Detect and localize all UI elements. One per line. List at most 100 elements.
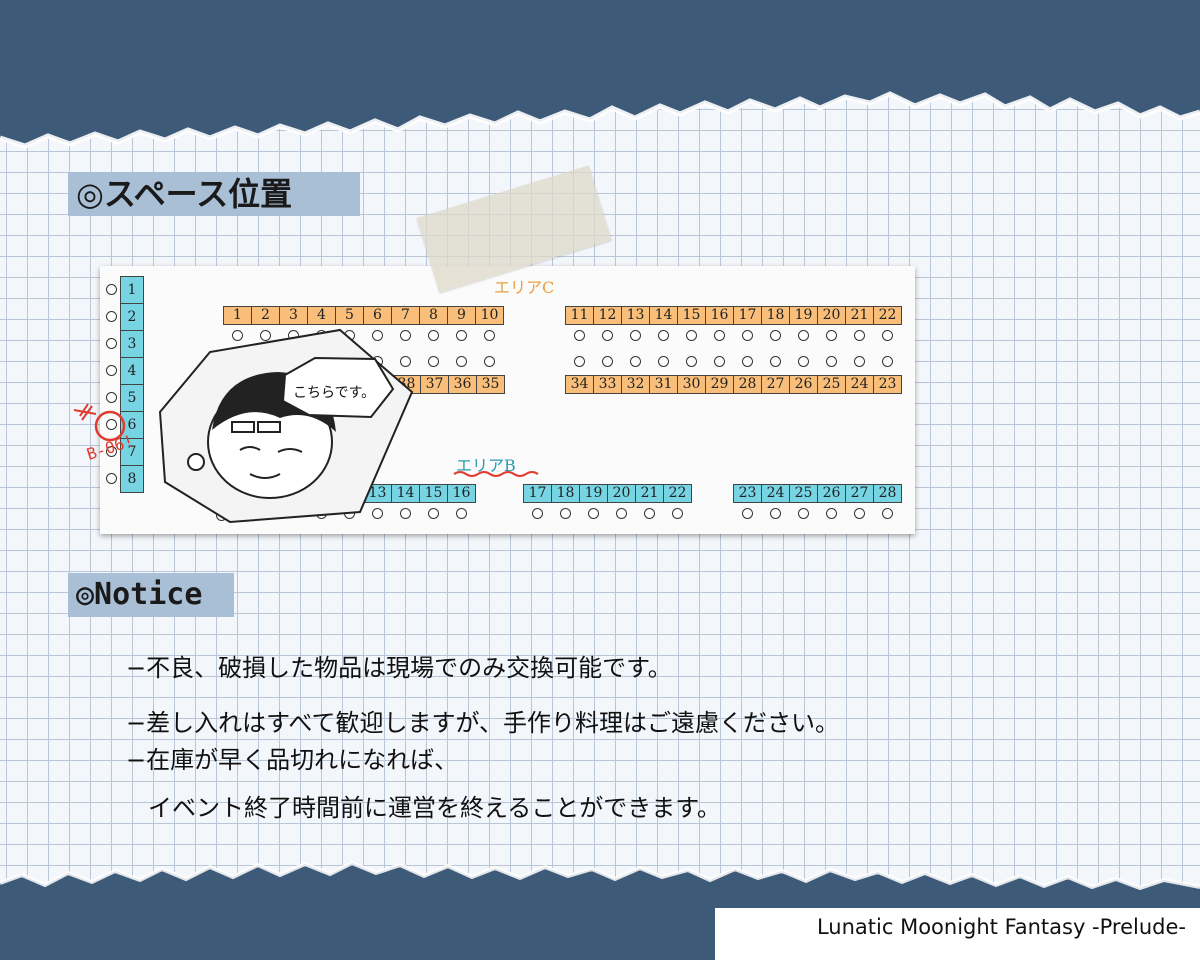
booth-seat bbox=[882, 330, 893, 341]
booth-seat bbox=[882, 508, 893, 519]
speech-bubble bbox=[281, 356, 395, 419]
booth-cell: 26 bbox=[817, 484, 846, 503]
booth-seat bbox=[714, 356, 725, 367]
booth-seat bbox=[826, 330, 837, 341]
booth-seat bbox=[798, 356, 809, 367]
booth-seat bbox=[574, 356, 585, 367]
left-booth-cell: 8 bbox=[120, 465, 144, 493]
booth-seat bbox=[532, 508, 543, 519]
booth-cell: 20 bbox=[817, 306, 846, 325]
booth-seat bbox=[588, 508, 599, 519]
booth-seat bbox=[826, 508, 837, 519]
booth-cell: 27 bbox=[845, 484, 874, 503]
booth-cell: 16 bbox=[447, 484, 476, 503]
booth-seat bbox=[428, 356, 439, 367]
character-sticker bbox=[158, 328, 414, 524]
booth-cell: 16 bbox=[705, 306, 734, 325]
booth-seat bbox=[372, 508, 383, 519]
booth-seat bbox=[400, 330, 411, 341]
booth-seat bbox=[854, 356, 865, 367]
left-booth-cell: 2 bbox=[120, 303, 144, 331]
booth-cell: 22 bbox=[873, 306, 902, 325]
booth-seat bbox=[616, 508, 627, 519]
left-booth-cell: 3 bbox=[120, 330, 144, 358]
booth-cell: 25 bbox=[789, 484, 818, 503]
notice-line-3: −在庫が早く品切れになれば、 bbox=[126, 746, 459, 774]
area-b-label: エリアB bbox=[456, 456, 516, 475]
space-location-heading: ◎スペース位置 bbox=[68, 172, 360, 216]
booth-seat bbox=[106, 446, 117, 457]
booth-seat bbox=[602, 330, 613, 341]
booth-seat bbox=[574, 330, 585, 341]
notice-heading: ◎Notice bbox=[68, 573, 234, 617]
booth-cell: 28 bbox=[873, 484, 902, 503]
booth-seat bbox=[106, 365, 117, 376]
booth-cell: 23 bbox=[873, 375, 902, 394]
footer-title: Lunatic Moonight Fantasy -Prelude- bbox=[816, 915, 1186, 939]
left-booth-cell: 5 bbox=[120, 384, 144, 412]
booth-cell: 36 bbox=[448, 375, 477, 394]
booth-cell: 21 bbox=[635, 484, 664, 503]
booth-cell: 12 bbox=[593, 306, 622, 325]
booth-seat bbox=[260, 330, 271, 341]
booth-seat bbox=[714, 330, 725, 341]
booth-cell: 23 bbox=[733, 484, 762, 503]
booth-cell: 20 bbox=[607, 484, 636, 503]
booth-seat bbox=[658, 330, 669, 341]
booth-cell: 17 bbox=[523, 484, 552, 503]
booth-cell: 6 bbox=[363, 306, 392, 325]
booth-cell: 32 bbox=[621, 375, 650, 394]
booth-cell: 19 bbox=[789, 306, 818, 325]
booth-seat bbox=[372, 330, 383, 341]
booth-seat bbox=[798, 508, 809, 519]
booth-seat bbox=[686, 330, 697, 341]
booth-cell: 24 bbox=[761, 484, 790, 503]
booth-seat bbox=[428, 508, 439, 519]
left-booth-cell: 4 bbox=[120, 357, 144, 385]
booth-cell: 30 bbox=[677, 375, 706, 394]
booth-seat bbox=[630, 330, 641, 341]
booth-seat bbox=[630, 356, 641, 367]
left-booth-cell: 1 bbox=[120, 276, 144, 304]
booth-seat bbox=[484, 356, 495, 367]
booth-cell: 17 bbox=[733, 306, 762, 325]
booth-cell: 15 bbox=[677, 306, 706, 325]
booth-seat bbox=[400, 508, 411, 519]
booth-seat bbox=[658, 356, 669, 367]
booth-seat bbox=[686, 356, 697, 367]
booth-cell: 9 bbox=[447, 306, 476, 325]
booth-seat bbox=[854, 330, 865, 341]
booth-cell: 14 bbox=[391, 484, 420, 503]
booth-cell: 37 bbox=[420, 375, 449, 394]
booth-seat bbox=[742, 330, 753, 341]
booth-seat bbox=[232, 330, 243, 341]
booth-seat bbox=[456, 356, 467, 367]
booth-cell: 19 bbox=[579, 484, 608, 503]
area-b-underline bbox=[453, 471, 539, 477]
booth-seat bbox=[742, 508, 753, 519]
booth-seat bbox=[770, 508, 781, 519]
booth-seat bbox=[770, 356, 781, 367]
booth-seat bbox=[400, 356, 411, 367]
booth-seat bbox=[602, 356, 613, 367]
booth-seat bbox=[854, 508, 865, 519]
booth-cell: 27 bbox=[761, 375, 790, 394]
booth-cell: 28 bbox=[733, 375, 762, 394]
booth-seat bbox=[560, 508, 571, 519]
booth-cell: 26 bbox=[789, 375, 818, 394]
footer-background bbox=[715, 908, 1200, 960]
booth-cell: 31 bbox=[649, 375, 678, 394]
booth-cell: 5 bbox=[335, 306, 364, 325]
booth-cell: 24 bbox=[845, 375, 874, 394]
booth-cell: 21 bbox=[845, 306, 874, 325]
booth-seat bbox=[106, 392, 117, 403]
booth-cell: 8 bbox=[419, 306, 448, 325]
booth-cell: 22 bbox=[663, 484, 692, 503]
booth-seat bbox=[456, 330, 467, 341]
booth-seat bbox=[826, 356, 837, 367]
booth-seat bbox=[456, 508, 467, 519]
booth-seat bbox=[798, 330, 809, 341]
left-booth-cell: 7 bbox=[120, 438, 144, 466]
booth-seat bbox=[644, 508, 655, 519]
torn-paper-top-edge bbox=[0, 0, 1200, 149]
